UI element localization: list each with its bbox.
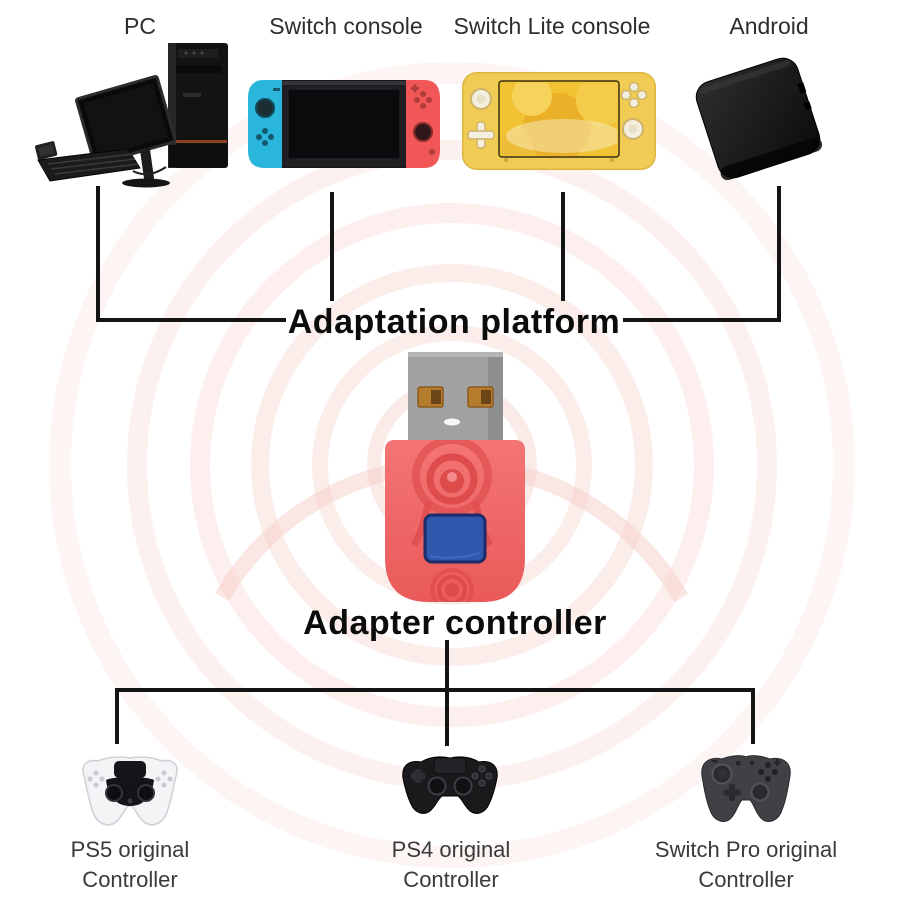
platform-label-switch-lite-console: Switch Lite console <box>453 13 651 39</box>
ps4-controller-icon <box>402 756 498 814</box>
pc-icon <box>35 43 228 188</box>
platform-label-switch-console: Switch console <box>269 13 423 39</box>
platform-label-pc: PC <box>124 13 156 39</box>
switch-lite-console-icon <box>462 72 656 170</box>
usb-adapter-icon <box>385 352 525 602</box>
controller-label-ps5: PS5 original Controller <box>70 837 190 892</box>
adapter-pair-button <box>423 513 487 564</box>
usb-plug <box>408 352 503 441</box>
switch-console-icon <box>248 80 440 168</box>
adapter-controller-title: Adapter controller <box>303 604 607 642</box>
controller-label-switch-pro: Switch Pro original Controller <box>654 837 838 892</box>
android-box-icon <box>695 57 823 181</box>
controller-label-ps4: PS4 original Controller <box>391 837 511 892</box>
ps5-controller-icon <box>82 756 178 826</box>
adaptation-platform-title: Adaptation platform <box>287 303 621 341</box>
platform-label-android: Android <box>729 13 809 39</box>
switch-pro-controller-icon <box>701 755 791 822</box>
usb-contacts <box>417 386 494 408</box>
